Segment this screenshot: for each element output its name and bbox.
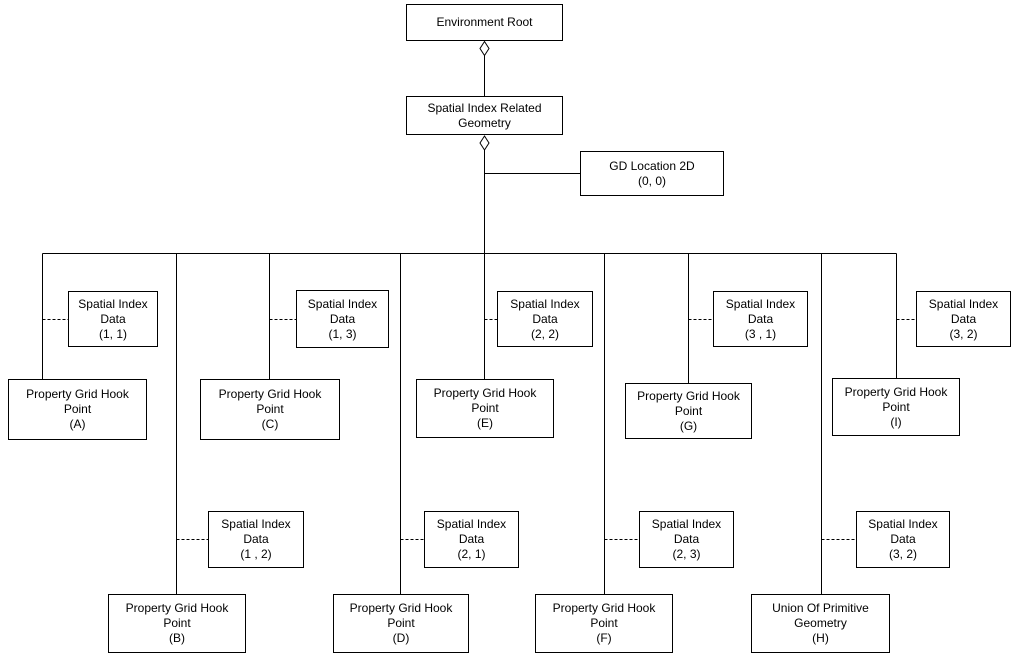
node-label: (2, 2) [530,326,559,341]
node-property-grid-hook-point-d: Property Grid Hook Point (D) [333,594,469,653]
node-label: (F) [596,631,612,645]
node-label: Spatial Index [928,296,999,311]
node-property-grid-hook-point-e: Property Grid Hook Point (E) [416,379,554,438]
node-label: Data [243,532,269,546]
node-label: Geometry [794,616,847,630]
node-label: Property Grid Hook [844,384,948,399]
node-label: (I) [890,414,902,429]
node-label: (B) [169,631,185,645]
node-label: Point [471,401,499,415]
node-label: (1 , 2) [240,547,272,561]
node-property-grid-hook-point-g: Property Grid Hook Point (G) [625,383,752,439]
node-label: Property Grid Hook [125,601,229,615]
node-label: Data [329,311,356,326]
node-label: Point [163,616,191,630]
node-label: Spatial Index [868,517,938,531]
node-label: Data [100,311,126,326]
node-spatial-index-data-3-2-lower: Spatial Index Data (3, 2) [856,511,950,568]
node-label: (2, 3) [672,547,701,561]
node-label: (3 , 1) [744,326,777,341]
node-label: Point [590,616,618,630]
node-spatial-index-data-1-3: Spatial Index Data (1, 3) [296,290,389,348]
node-label: Data [890,532,916,546]
node-label: Spatial Index [307,296,378,311]
node-spatial-index-related-geometry: Spatial Index Related Geometry [406,96,563,135]
node-label: Spatial Index [78,296,148,311]
node-label: (1, 1) [98,326,127,341]
node-label: (H) [812,631,829,645]
node-label: Point [256,402,284,416]
node-label: Data [673,532,700,546]
node-label: (G) [679,418,698,433]
node-label: Spatial Index [221,517,291,531]
node-label: Point [882,399,910,414]
node-property-grid-hook-point-i: Property Grid Hook Point (I) [832,378,960,436]
node-spatial-index-data-2-3: Spatial Index Data (2, 3) [639,511,734,568]
node-property-grid-hook-point-c: Property Grid Hook Point (C) [200,379,340,440]
node-label: Property Grid Hook [218,387,322,401]
node-label: (0, 0) [637,173,666,188]
node-label: GD Location 2D [609,158,695,173]
node-label: Property Grid Hook [433,386,537,400]
node-label: (3, 2) [949,326,978,341]
node-spatial-index-data-3-1: Spatial Index Data (3 , 1) [713,291,808,347]
node-label: (D) [392,631,410,645]
node-label: Environment Root [436,15,533,29]
node-label: Spatial Index [510,296,580,311]
node-label: Property Grid Hook [552,601,656,615]
node-spatial-index-data-3-2-upper: Spatial Index Data (3, 2) [916,291,1011,347]
node-label: Property Grid Hook [637,388,740,403]
node-label: Spatial Index Related [427,100,542,115]
node-environment-root: Environment Root [406,4,563,41]
node-label: Point [63,402,92,416]
node-gd-location-2d: GD Location 2D (0, 0) [580,151,724,196]
node-label: (1, 3) [328,326,357,341]
node-label: Property Grid Hook [349,601,453,615]
node-spatial-index-data-2-2: Spatial Index Data (2, 2) [497,291,593,347]
node-label: Data [747,311,774,326]
node-property-grid-hook-point-a: Property Grid Hook Point (A) [8,379,147,440]
node-label: Spatial Index [436,517,507,531]
node-property-grid-hook-point-b: Property Grid Hook Point (B) [108,594,246,653]
aggregation-diamond-icon [479,135,490,151]
node-label: (C) [261,417,279,431]
node-label: Data [532,311,558,326]
node-label: Data [458,532,485,546]
node-label: Property Grid Hook [26,387,129,401]
node-spatial-index-data-1-1: Spatial Index Data (1, 1) [68,291,158,347]
node-label: Data [950,311,977,326]
node-label: (E) [477,416,493,430]
node-label: Union Of Primitive [772,601,869,615]
node-label: Geometry [458,115,511,130]
node-union-of-primitive-geometry-h: Union Of Primitive Geometry (H) [751,594,890,653]
node-spatial-index-data-1-2: Spatial Index Data (1 , 2) [208,511,304,568]
node-label: Point [387,616,415,630]
node-spatial-index-data-2-1: Spatial Index Data (2, 1) [424,511,519,568]
node-label: (3, 2) [888,547,917,561]
node-label: Spatial Index [725,296,796,311]
node-property-grid-hook-point-f: Property Grid Hook Point (F) [535,594,673,653]
node-label: Point [674,403,703,418]
node-label: (2, 1) [457,547,486,561]
aggregation-diamond-icon [479,40,490,57]
node-label: Spatial Index [651,517,722,531]
node-label: (A) [69,417,86,431]
